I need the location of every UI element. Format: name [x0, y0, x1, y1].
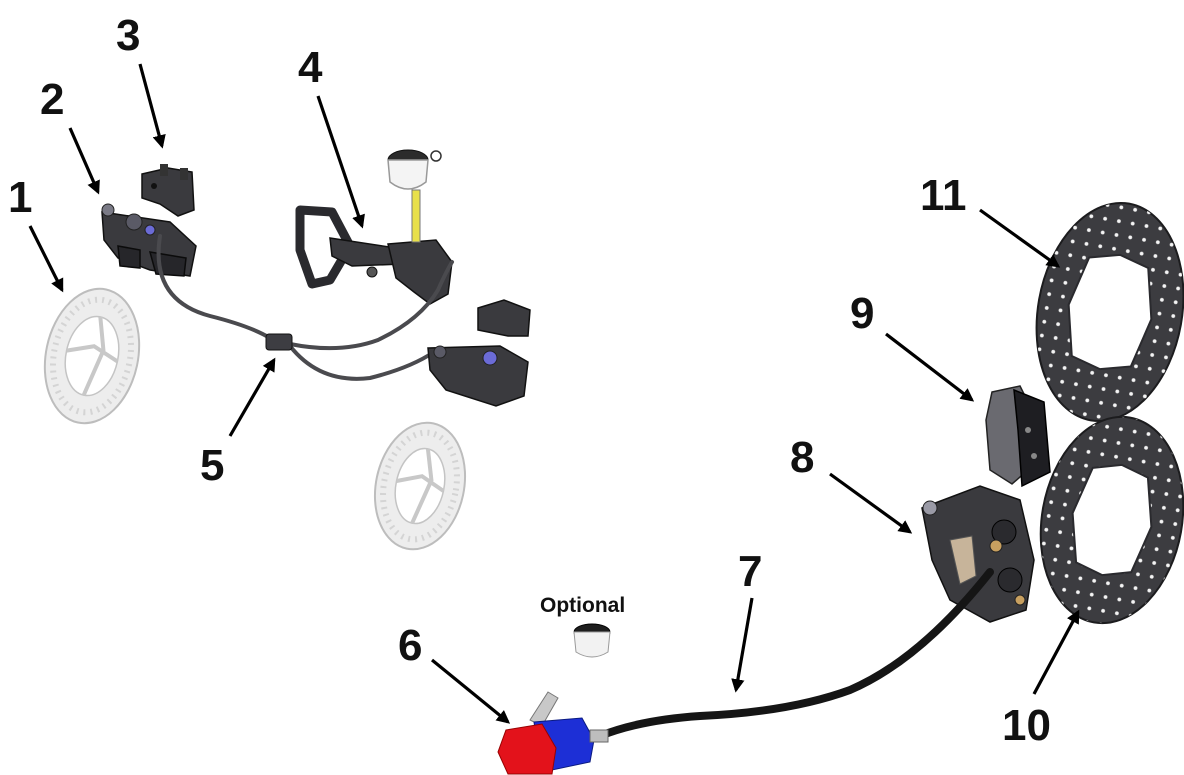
callout-number-3: 3 [116, 11, 140, 60]
callout-number-8: 8 [790, 433, 814, 482]
callout-number-7: 7 [738, 547, 762, 596]
callout-arrow-2 [68, 127, 100, 195]
callout-arrow-1 [28, 225, 64, 293]
callout-arrow-9 [885, 332, 975, 402]
brake-disc-icon [1035, 201, 1184, 423]
callout-number-9: 9 [850, 289, 874, 338]
brake-caliper-icon [427, 299, 531, 407]
callout-arrow-3 [138, 63, 166, 149]
brake-pad-icon [985, 385, 1051, 488]
callout-arrow-10 [1032, 609, 1080, 695]
brake-hose-icon [156, 234, 454, 381]
master-cylinder-icon [295, 149, 453, 305]
brake-disc-icon [43, 287, 141, 425]
callout-number-11: 11 [920, 171, 967, 220]
caliper-bracket-icon [141, 164, 195, 217]
callout-number-4: 4 [298, 43, 323, 92]
callout-arrow-11 [979, 208, 1061, 268]
callout-arrow-6 [430, 658, 511, 724]
callout-number-1: 1 [8, 173, 32, 222]
callout-number-10: 10 [1002, 701, 1051, 750]
master-cylinder-icon [497, 691, 609, 775]
callout-number-2: 2 [40, 75, 64, 124]
brake-disc-icon [373, 421, 467, 551]
brake-hose-icon [596, 568, 994, 740]
brake-disc-icon [1039, 415, 1184, 625]
callout-arrow-5 [228, 357, 276, 437]
callout-arrow-8 [829, 472, 913, 534]
optional-label: Optional [540, 594, 625, 617]
fluid-reservoir-icon [573, 623, 611, 658]
brake-caliper-icon [921, 485, 1035, 623]
callout-number-5: 5 [200, 441, 224, 490]
callout-arrow-4 [316, 95, 365, 229]
callout-number-6: 6 [398, 621, 422, 670]
callout-arrow-7 [731, 597, 754, 693]
